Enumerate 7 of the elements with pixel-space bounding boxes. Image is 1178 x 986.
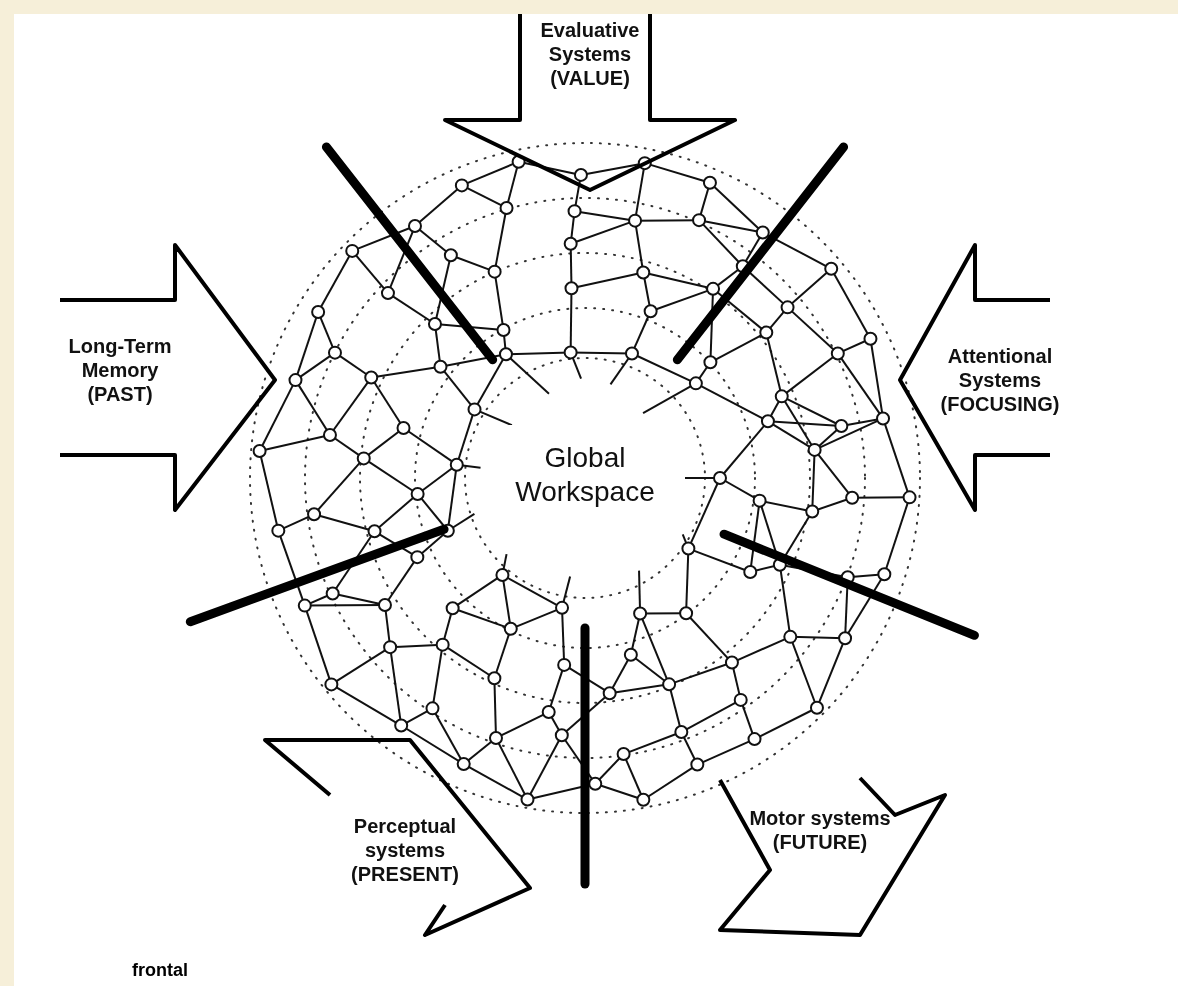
arrow-label: Evaluative Systems (VALUE) (539, 18, 641, 90)
arrow-label: Motor systems (FUTURE) (748, 806, 892, 854)
arrow-label: Long-Term Memory (PAST) (67, 334, 173, 406)
arrow-label: Attentional Systems (FOCUSING) (939, 344, 1061, 416)
workspace-label: Global Workspace (514, 441, 656, 509)
figure-label: frontal (132, 960, 188, 981)
arrow-label: Perceptual systems (PRESENT) (350, 814, 460, 886)
